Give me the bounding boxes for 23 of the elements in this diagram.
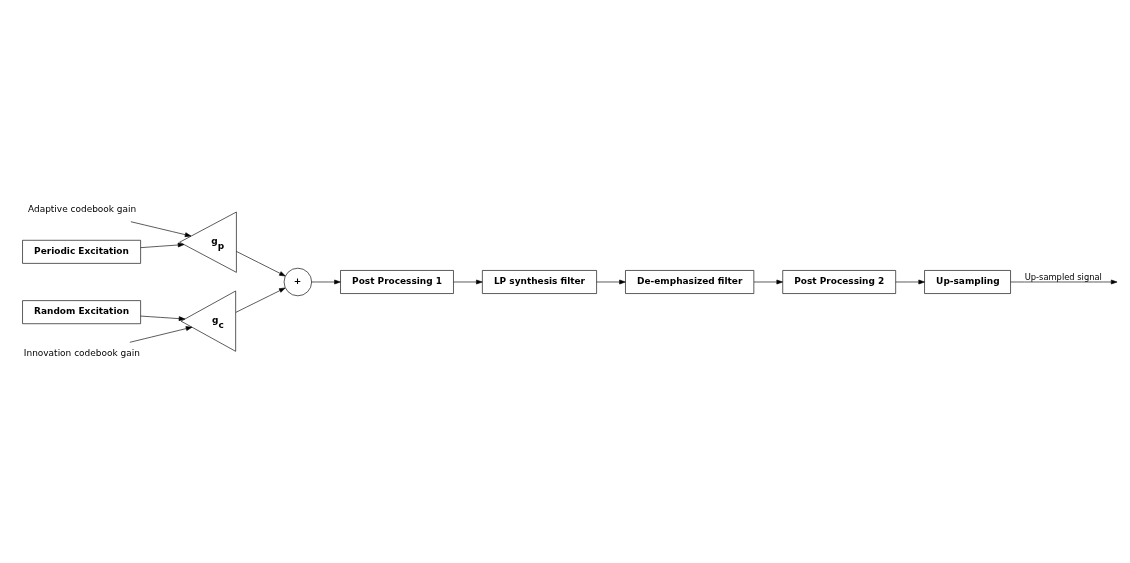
node-text: Adaptive codebook gain [27,203,137,214]
node-box: LP synthesis filter [482,269,597,294]
arrow [235,287,286,313]
node-box: Random Excitation [22,299,141,324]
node-box: De-emphasized filter [625,269,755,294]
arrow [895,279,925,284]
node-text: Innovation codebook gain [23,347,140,358]
node-box: Up-sampling [924,269,1011,294]
arrow [130,220,192,237]
arrow [753,279,783,284]
arrow [311,279,341,284]
arrow [129,325,193,343]
edge-label: Up-sampled signal [1024,271,1102,282]
arrow [236,250,286,276]
node-box: Post Processing 2 [782,269,896,294]
arrow [1010,279,1118,284]
node-box: Post Processing 1 [340,269,454,294]
node-box: Periodic Excitation [22,239,141,264]
node-circle: + [283,267,312,296]
arrow [140,242,185,248]
arrow [453,279,483,284]
arrow [596,279,626,284]
arrow [140,315,186,321]
